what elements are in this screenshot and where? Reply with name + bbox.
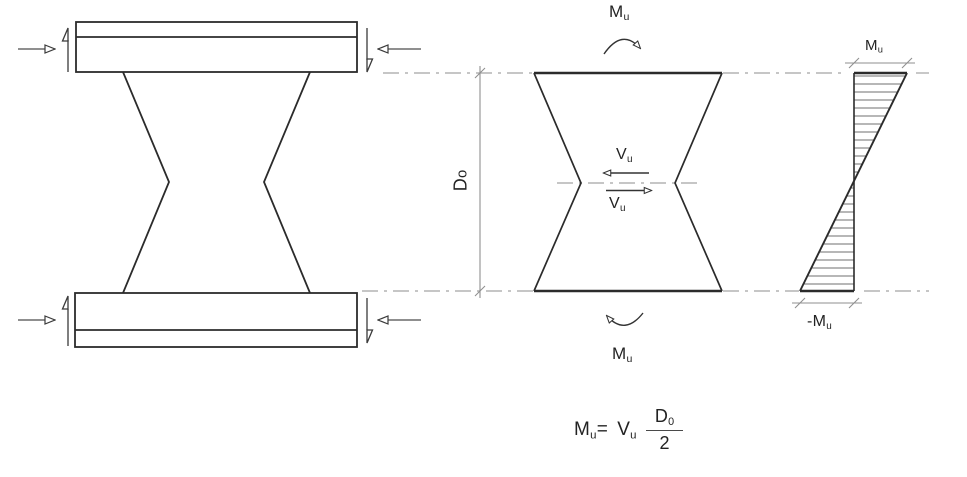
web-left-edge: [122, 71, 170, 294]
diagram-bottom-moment-sub: u: [826, 320, 832, 332]
top-plate: [75, 21, 358, 73]
formula-numerator-base: D: [654, 406, 669, 426]
diagram-bottom-moment-label: -Mu: [807, 314, 832, 332]
depth-dimension-line: [474, 66, 486, 298]
shear-upper-base: V: [616, 146, 627, 163]
diagram-top-moment-base: M: [865, 37, 878, 54]
bottom-moment-base: M: [612, 344, 627, 363]
formula-denominator: 2: [659, 432, 670, 453]
shear-arrowhead-down-icon: [366, 58, 374, 73]
shear-lower-label: Vu: [609, 196, 626, 214]
depth-dimension-base: D: [450, 177, 471, 192]
shear-lower-sub: u: [619, 202, 626, 214]
diagram-bottom-moment-base: -M: [807, 313, 827, 330]
diagram-top-moment-sub: u: [877, 44, 883, 55]
formula-shear-term: Vu: [617, 419, 637, 441]
bottom-moment-label: Mu: [612, 345, 632, 364]
top-moment-base: M: [609, 2, 624, 21]
moment-arc-top-icon: [603, 38, 640, 55]
moment-arc-bottom-icon: [607, 312, 644, 326]
shear-arrowhead-down-icon: [366, 329, 374, 344]
shear-upper-sub: u: [626, 153, 633, 165]
dimension-tick-icon: [474, 285, 486, 297]
dimension-tick-icon: [848, 297, 860, 309]
formula-shear-base: V: [617, 418, 631, 440]
dimension-tick-icon: [794, 297, 806, 309]
web-right-edge: [263, 71, 311, 294]
shear-lower-base: V: [609, 195, 620, 212]
panel-right-edge: [674, 72, 723, 292]
moment-diagram: [792, 57, 915, 309]
specimen-elevation: [74, 21, 358, 348]
moment-diagram-gradient-line: [799, 72, 908, 292]
moment-formula: Mu= Vu D0 2: [574, 406, 684, 454]
shear-arrowhead-up-icon: [61, 295, 69, 310]
shear-upper-label: Vu: [616, 147, 633, 165]
moment-dimension-lines: [792, 57, 915, 309]
dimension-tick-icon: [848, 57, 860, 69]
dimension-tick-icon: [474, 67, 486, 79]
formula-fraction: D0 2: [645, 406, 684, 454]
bottom-plate: [74, 292, 358, 348]
panel-left-edge: [533, 72, 582, 292]
formula-lhs-base: M: [574, 418, 591, 440]
applied-force-arrows: [18, 49, 421, 320]
formula-shear-sub: u: [630, 429, 637, 442]
shear-arrowhead-up-icon: [61, 27, 69, 42]
top-moment-sub: u: [623, 10, 630, 23]
shear-couple-arrows: [61, 27, 374, 346]
depth-dimension-label: Do: [450, 169, 471, 192]
formula-lhs: Mu=: [574, 419, 608, 441]
centerlines: [362, 72, 929, 292]
load-annotations: [603, 38, 651, 326]
dimension-tick-icon: [901, 57, 913, 69]
top-moment-label: Mu: [609, 3, 629, 22]
depth-dimension-sub: o: [454, 169, 471, 178]
formula-numerator: D0: [645, 406, 684, 431]
panel-free-body: [533, 71, 723, 293]
formula-equals: =: [596, 418, 609, 440]
formula-numerator-sub: 0: [668, 416, 675, 429]
bottom-moment-sub: u: [626, 352, 633, 365]
formula-lhs-sub: u: [590, 429, 597, 442]
diagram-top-moment-label: Mu: [865, 38, 883, 55]
